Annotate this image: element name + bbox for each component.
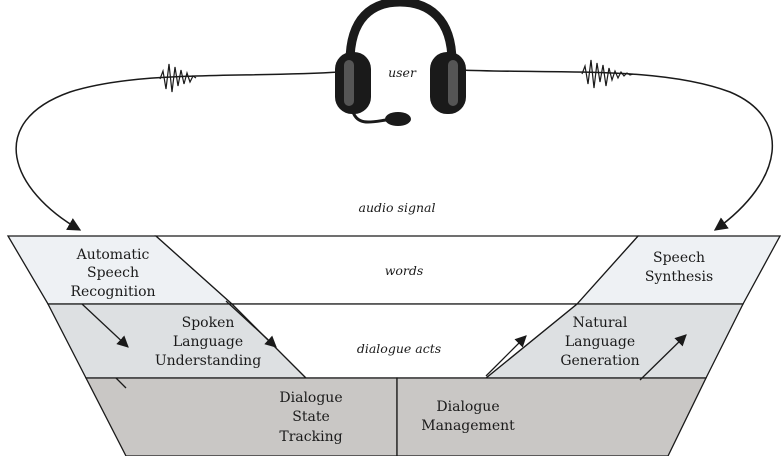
dst-label: Dialogue State Tracking (279, 390, 342, 445)
slu-label: Spoken Language Understanding (155, 315, 261, 369)
svg-text:Understanding: Understanding (155, 353, 261, 369)
asr-to-words-arrow (225, 300, 277, 348)
svg-text:Speech: Speech (653, 250, 705, 266)
asr-to-slu-arrow (81, 303, 129, 348)
asr-label: Automatic Speech Recognition (70, 247, 155, 300)
svg-text:Speech: Speech (87, 265, 139, 281)
svg-text:Natural: Natural (573, 315, 628, 331)
svg-text:Spoken: Spoken (182, 315, 235, 331)
soundwave-icon-left (159, 63, 197, 93)
slu-to-dst-arrow (115, 377, 127, 389)
dm-to-nlg-arrow (485, 335, 527, 377)
headset-icon (335, 0, 466, 126)
svg-text:Tracking: Tracking (279, 429, 342, 445)
svg-text:Language: Language (565, 334, 635, 350)
svg-text:Generation: Generation (560, 353, 639, 369)
svg-text:Recognition: Recognition (70, 284, 155, 300)
left-audio-curve (15, 71, 341, 231)
svg-text:Synthesis: Synthesis (645, 269, 713, 285)
dst-band (84, 377, 398, 456)
svg-text:Language: Language (173, 334, 243, 350)
nlg-label: Natural Language Generation (560, 315, 639, 369)
user-label: user (388, 65, 417, 80)
words-label: words (385, 263, 424, 278)
dm-label: Dialogue Management (421, 399, 515, 434)
soundwave-icon-right (581, 59, 634, 89)
tts-label: Speech Synthesis (645, 250, 713, 285)
audio-signal-label: audio signal (359, 200, 436, 215)
svg-text:Automatic: Automatic (76, 247, 150, 263)
svg-text:Management: Management (421, 418, 515, 434)
dialogue-acts-label: dialogue acts (357, 341, 441, 356)
svg-text:Dialogue: Dialogue (436, 399, 499, 415)
svg-text:Dialogue: Dialogue (279, 390, 342, 406)
nlg-to-tts-arrow (639, 334, 687, 381)
svg-text:State: State (292, 409, 329, 425)
right-audio-curve (457, 69, 774, 231)
dm-band (396, 377, 708, 456)
